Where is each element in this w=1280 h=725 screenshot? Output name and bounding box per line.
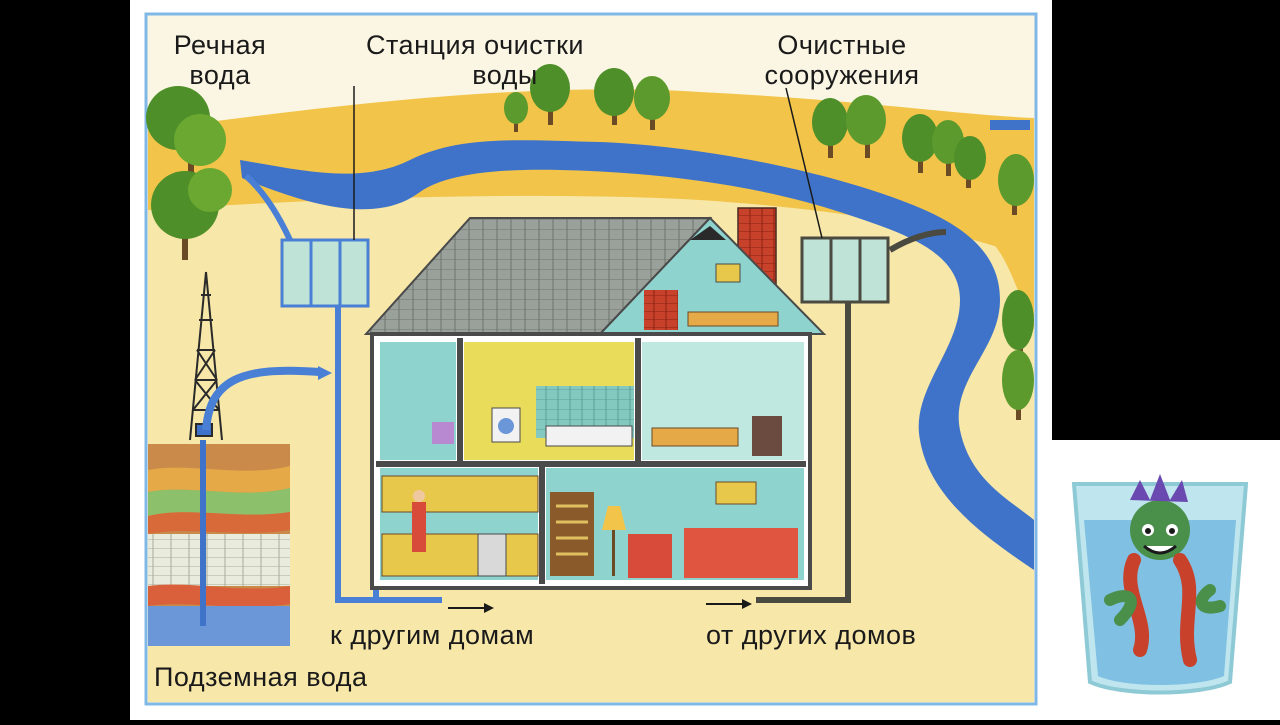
sewage-treatment-plant — [800, 236, 890, 304]
tree-1 — [530, 64, 570, 125]
tree-left-bottom — [151, 168, 232, 260]
tree-2 — [504, 92, 528, 132]
dirty-water-pipes — [756, 229, 947, 603]
tree-11 — [1002, 290, 1034, 360]
far-bridge — [990, 120, 1030, 130]
tree-9 — [954, 136, 986, 188]
label-line-sewage — [785, 87, 823, 239]
label-ground-water: Подземная вода — [154, 662, 368, 692]
arrow-to-station — [318, 366, 332, 380]
water-treatment-station — [280, 238, 370, 308]
tree-3 — [594, 68, 634, 125]
label-sewage-plant-line1: Очистные — [777, 30, 907, 60]
oil-derrick-icon — [189, 271, 223, 441]
label-river-water-line2: вода — [189, 60, 251, 90]
label-river-water-line1: Речная — [173, 30, 267, 60]
label-sewage-plant-line2: сооружения — [764, 60, 920, 90]
river-bank-right — [860, 120, 1034, 330]
label-river-water: Речная вода — [160, 30, 280, 90]
tree-12 — [1002, 350, 1034, 420]
tree-left-top — [146, 86, 226, 190]
label-treatment-station-line1: Станция очистки — [366, 30, 584, 60]
label-treatment-station: Станция очистки воды — [332, 30, 618, 90]
river — [240, 140, 1034, 570]
label-treatment-station-line2: воды — [472, 60, 538, 90]
tree-10 — [998, 154, 1034, 215]
tree-5 — [812, 98, 848, 158]
tree-6 — [846, 95, 886, 158]
label-from-other-houses: от других домов — [706, 620, 917, 650]
trees — [146, 64, 1034, 420]
ground-cross-section — [148, 440, 290, 646]
water-glass-mascot-icon — [1071, 474, 1249, 695]
house — [363, 207, 827, 590]
label-to-other-houses: к другим домам — [330, 620, 535, 650]
label-sewage-plant: Очистные сооружения — [742, 30, 942, 90]
arrow-right-icon — [448, 599, 752, 613]
tree-4 — [634, 76, 670, 130]
tree-7 — [902, 114, 938, 173]
